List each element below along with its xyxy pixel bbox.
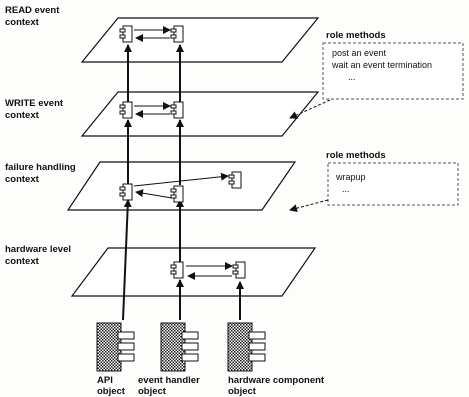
failure-context-label: failure handling context — [5, 162, 78, 185]
role-methods-mid-title: role methods — [326, 150, 386, 161]
hardware-context-plane — [72, 248, 315, 296]
event-handler-object-label: event handler object — [138, 375, 202, 397]
mid-box-pointer — [290, 200, 328, 210]
hardware-component-object-label: hardware component object — [228, 375, 327, 397]
write-context-plane — [82, 92, 318, 136]
hardware-context-label: hardware level context — [5, 244, 74, 267]
write-context-label: WRITE event context — [5, 98, 66, 121]
api-object-label: API object — [97, 375, 126, 397]
read-context-plane — [82, 18, 318, 62]
role-methods-top-title: role methods — [326, 30, 386, 41]
hardware-component-object-block — [228, 323, 265, 371]
read-context-label: READ event context — [5, 5, 62, 28]
api-object-block — [97, 323, 134, 371]
event-handler-object-block — [161, 323, 198, 371]
